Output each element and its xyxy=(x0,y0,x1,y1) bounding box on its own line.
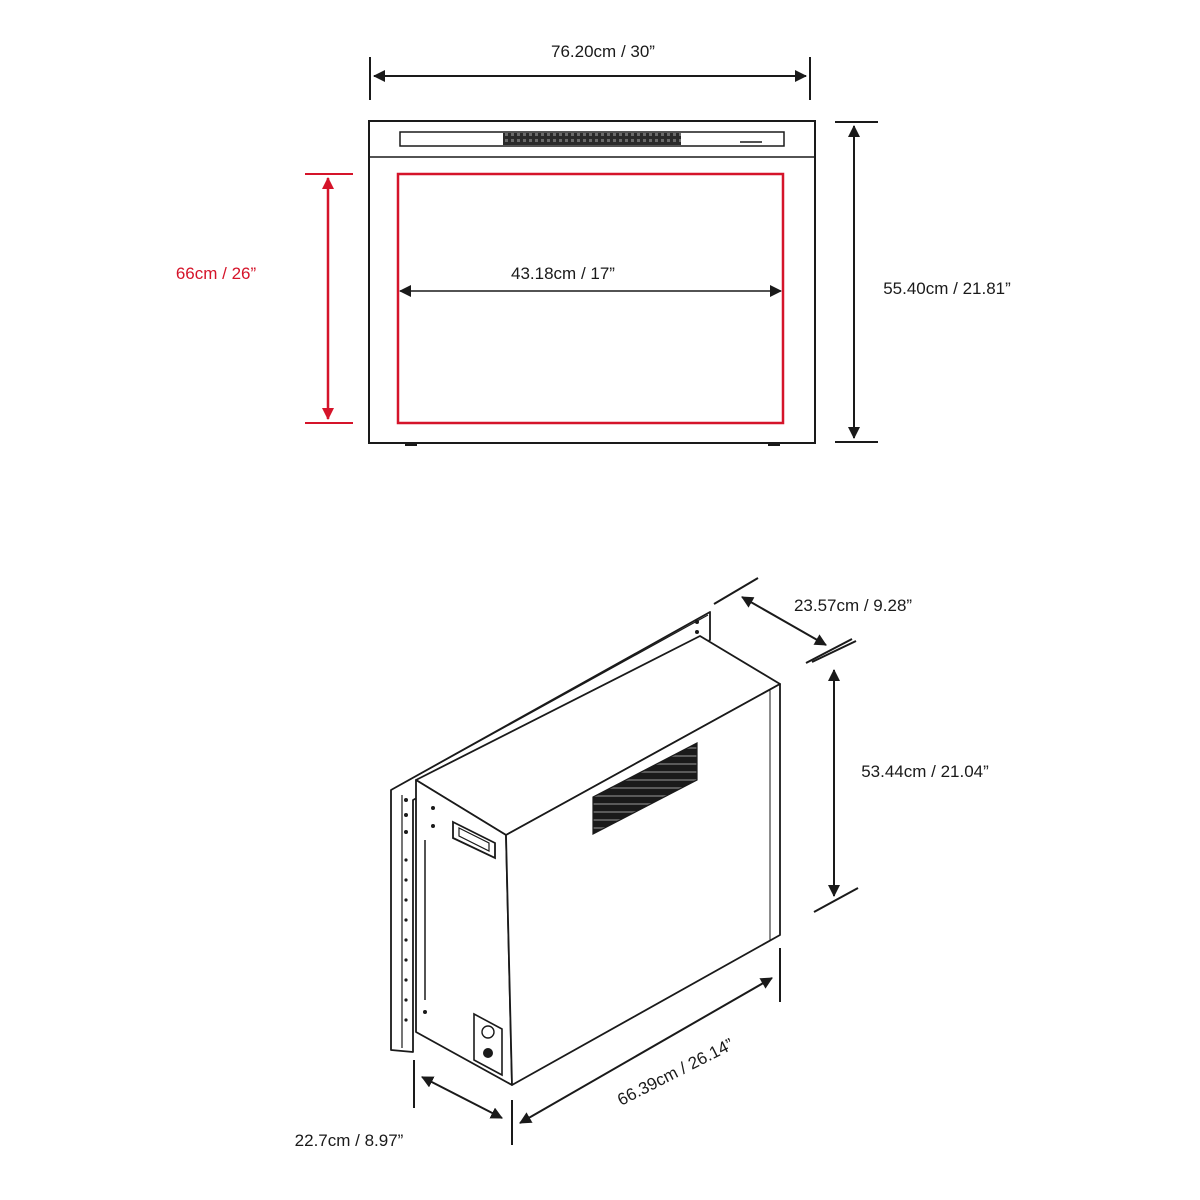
front-view: 76.20cm / 30” 43.18cm / 17” 66cm / 26” 5… xyxy=(176,42,1011,446)
junction-plate xyxy=(473,1012,503,1077)
viewing-area xyxy=(396,172,785,425)
height-ext-top xyxy=(811,640,857,663)
insert-side-depth-label: 22.7cm / 8.97” xyxy=(295,1131,404,1150)
foot-left xyxy=(405,443,417,446)
foot-right xyxy=(768,443,780,446)
flange-edge-line xyxy=(399,614,709,786)
viewing-width-label: 43.18cm / 17” xyxy=(511,264,615,283)
side-screw-2 xyxy=(431,824,435,828)
insert-height-label: 53.44cm / 21.04” xyxy=(861,762,989,781)
viewing-diag-label: 66cm / 26” xyxy=(176,264,257,283)
flange-holes xyxy=(404,620,699,1022)
insert-width-arrow xyxy=(519,977,773,1124)
depth-ext-b xyxy=(805,638,853,664)
side-depth-arrow xyxy=(421,1076,503,1119)
depth-ext-a xyxy=(713,577,759,605)
height-ext-bottom xyxy=(813,887,859,913)
insert-iso-view: 23.57cm / 9.28” 53.44cm / 21.04” 66.39cm… xyxy=(295,577,989,1150)
heater-vent xyxy=(503,133,681,145)
side-screw-1 xyxy=(431,806,435,810)
rear-vent-grille xyxy=(592,742,698,835)
power-cord-grommet xyxy=(483,1048,493,1058)
insert-depth-label: 23.57cm / 9.28” xyxy=(794,596,912,615)
side-handle-inner xyxy=(458,827,490,852)
junction-knockout xyxy=(481,1025,495,1039)
front-height-label: 55.40cm / 21.81” xyxy=(883,279,1011,298)
front-width-label: 76.20cm / 30” xyxy=(551,42,655,61)
insert-width-label: 66.39cm / 26.14” xyxy=(614,1035,737,1110)
side-screw-3 xyxy=(423,1010,427,1014)
depth-arrow xyxy=(741,596,827,646)
